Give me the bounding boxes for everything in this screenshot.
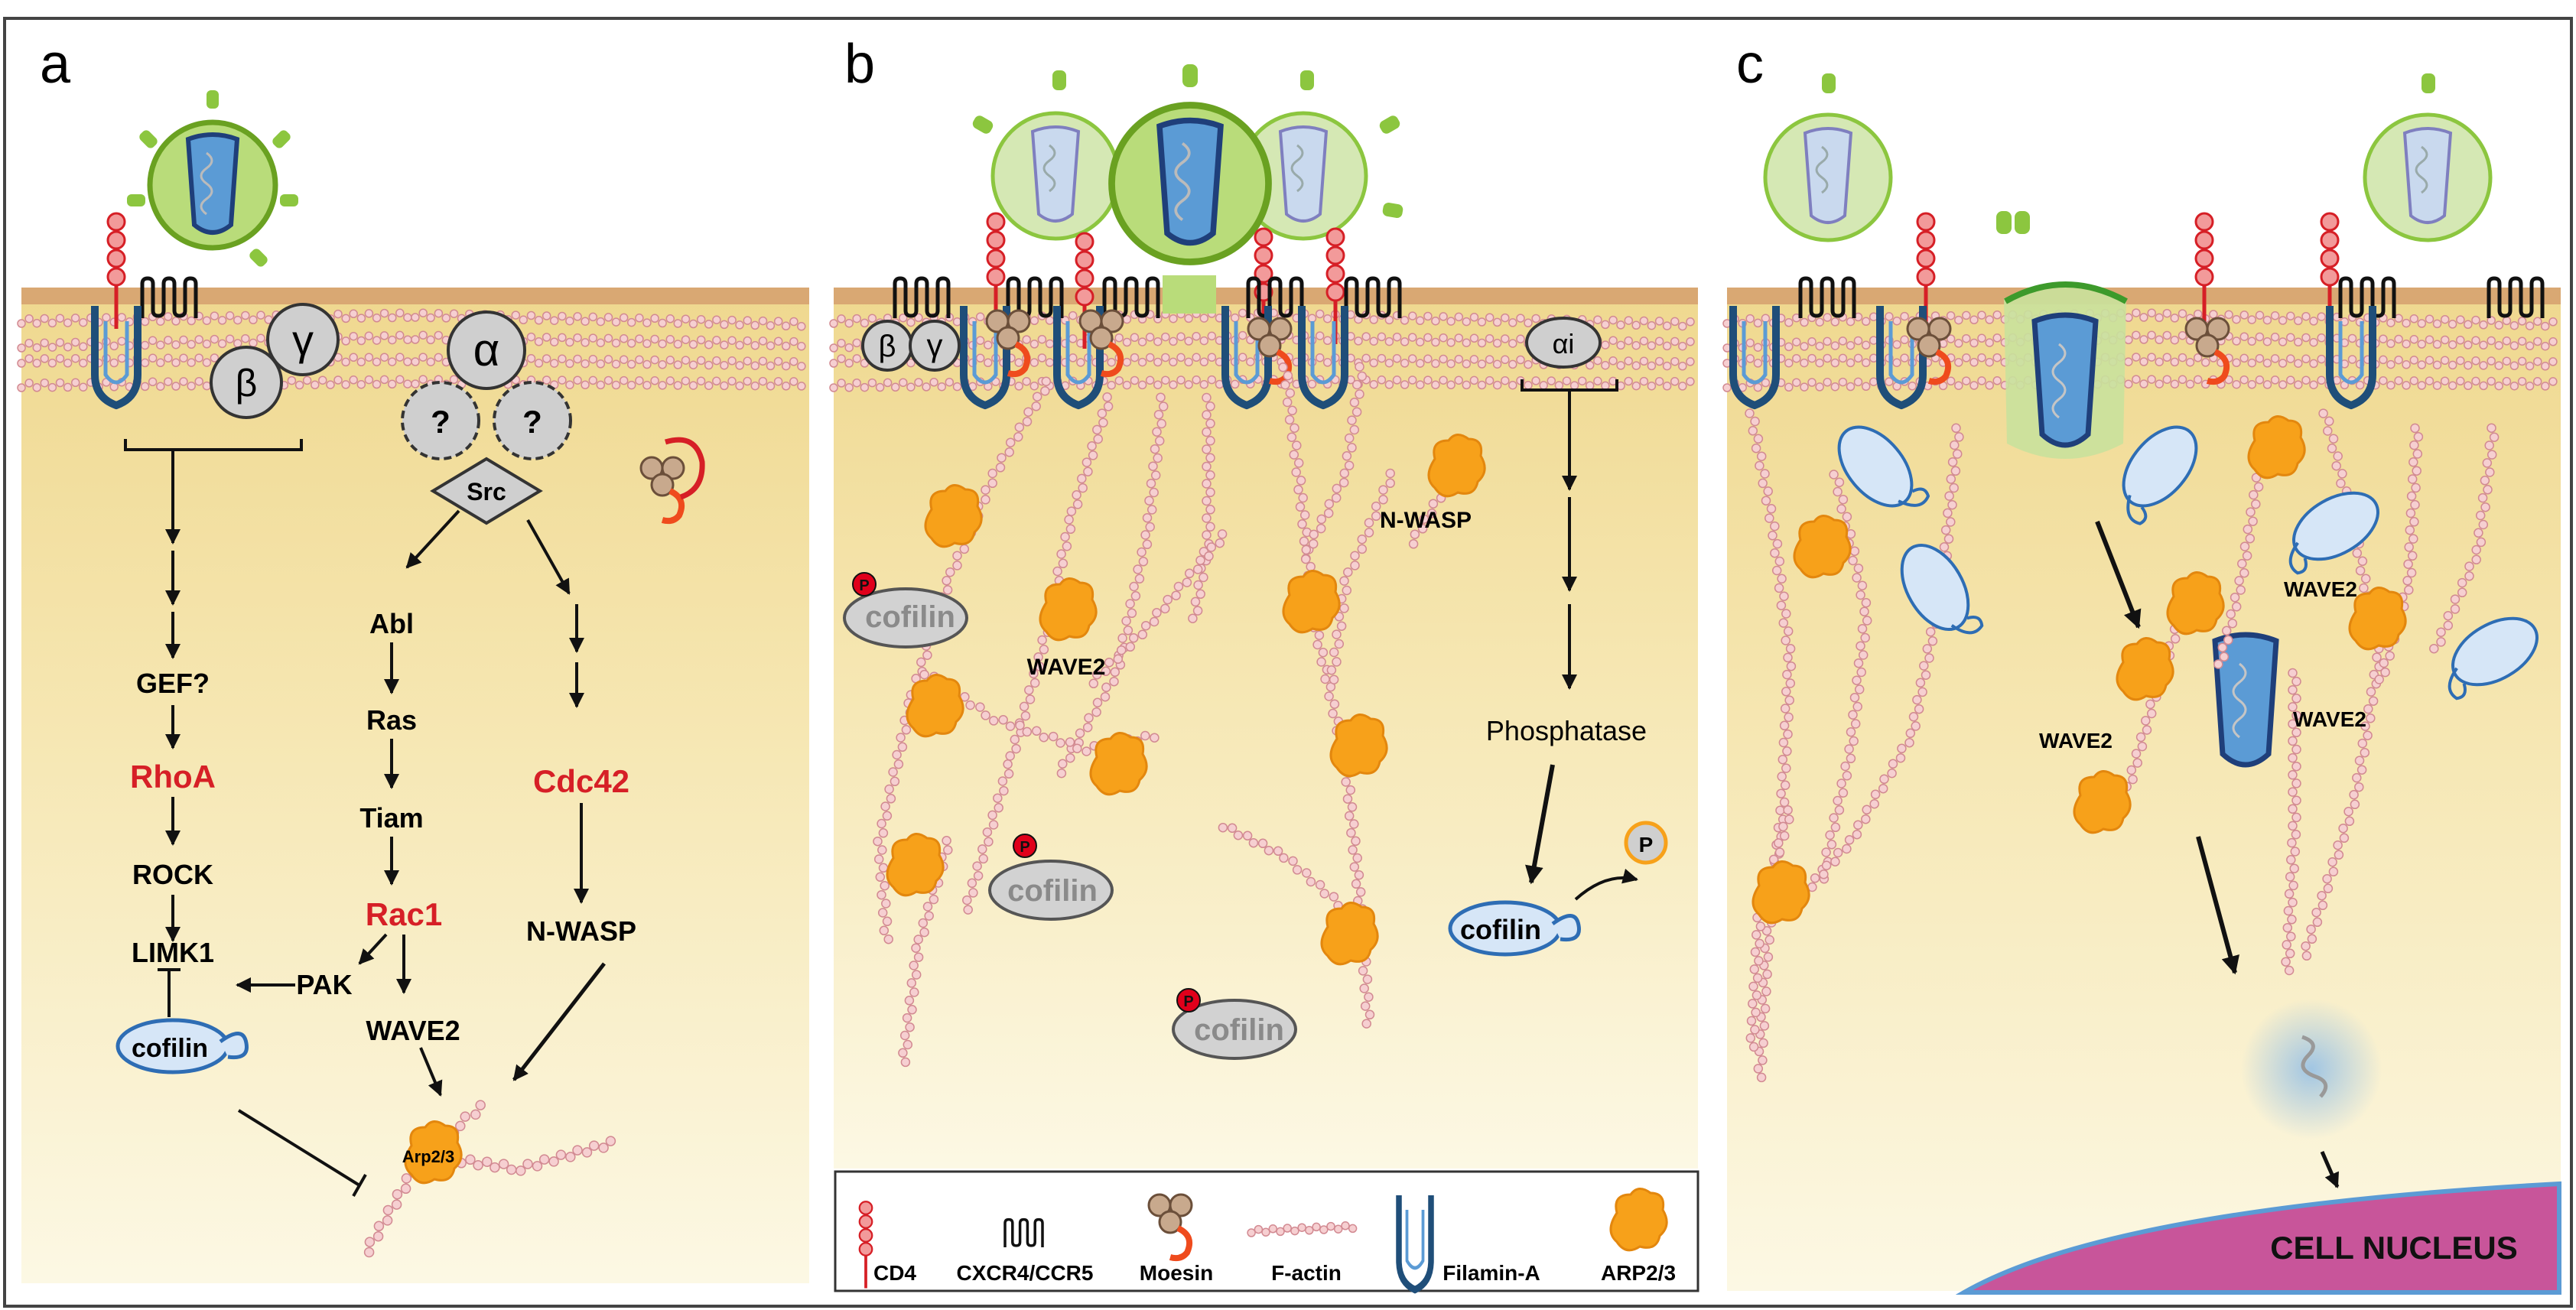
tiam-label: Tiam (359, 802, 423, 834)
legend-label-moesin: Moesin (1140, 1261, 1213, 1285)
nwasp-label: N-WASP (526, 915, 636, 947)
right-pathway-arrows (512, 519, 606, 1081)
virion-left (993, 113, 1118, 239)
beta-gamma-bracket (124, 439, 303, 491)
hiv-virion (150, 122, 275, 248)
legend: CD4 CXCR4/CCR5 Moesin F-actin Filamin-A … (834, 1170, 1699, 1291)
wave2-label-3: WAVE2 (2039, 729, 2113, 753)
cofilin-label: cofilin (132, 1034, 208, 1063)
wave2-label: WAVE2 (366, 1015, 460, 1046)
capsid-entering (2034, 315, 2096, 445)
wave2-label: WAVE2 (1027, 655, 1106, 680)
free-phosphate-label: P (1639, 833, 1654, 857)
g-beta-label: β (236, 362, 258, 405)
legend-label-filamin: Filamin-A (1442, 1261, 1540, 1285)
alpha-i-pathway-arrows (1521, 379, 1638, 901)
g-beta-label: β (878, 330, 896, 363)
arp23-icon (1609, 1187, 1668, 1252)
gp120-spikes (1822, 73, 2435, 234)
g-gamma-label: γ (292, 316, 314, 364)
wave2-label-1: WAVE2 (2284, 577, 2357, 601)
svg-text:cofilin: cofilin (1007, 874, 1098, 908)
svg-text:cofilin: cofilin (865, 600, 955, 634)
unknown-effector-2 (493, 381, 572, 460)
transport-arrows (2095, 520, 2340, 1188)
f-actin-icon (1247, 1221, 1358, 1237)
cell-nucleus (1955, 1181, 2561, 1295)
phospho-cofilin: P cofilin (843, 572, 968, 648)
middle-pathway-arrows (236, 509, 460, 1097)
virion-right (2365, 115, 2490, 240)
legend-label-cd4: CD4 (873, 1261, 916, 1285)
gp120-spikes (972, 64, 1403, 219)
svg-text:P: P (1183, 993, 1193, 1010)
g-gamma-subunit (909, 320, 961, 372)
arp23-label: Arp2/3 (402, 1147, 454, 1166)
gef-label: GEF? (136, 668, 210, 699)
src-kinase (430, 457, 543, 525)
legend-label-factin: F-actin (1271, 1261, 1342, 1285)
ras-label: Ras (366, 704, 417, 736)
legend-label-coreceptor: CXCR4/CCR5 (957, 1261, 1094, 1285)
g-alpha-i-subunit (1525, 317, 1602, 369)
svg-text:P: P (1020, 839, 1029, 856)
virion-fusing (1112, 106, 1269, 262)
g-beta-subunit (210, 346, 283, 419)
pak-label: PAK (296, 969, 352, 1000)
fusion-pore-membrane (2004, 281, 2128, 304)
active-cofilin-label: cofilin (1460, 914, 1541, 945)
cdc42-label: Cdc42 (533, 763, 629, 799)
phospho-cofilin: P cofilin (988, 834, 1114, 921)
panel-c: WAVE2 WAVE2 WAVE2 CELL NUCLEUS (1733, 73, 2561, 1295)
limk1-label: LIMK1 (132, 937, 214, 968)
panel-a-letter: a (40, 34, 71, 95)
g-alpha-subunit (447, 310, 526, 390)
g-alpha-i-label: αi (1553, 328, 1575, 359)
g-alpha-label: α (473, 324, 500, 375)
panel-c-letter: c (1736, 34, 1764, 95)
nucleus-label: CELL NUCLEUS (2270, 1230, 2518, 1266)
src-label: Src (467, 478, 506, 505)
free-phosphate (1624, 821, 1668, 865)
panel-b-letter: b (844, 34, 875, 95)
wave2-label-2: WAVE2 (2293, 707, 2366, 731)
left-pathway-arrows (158, 491, 367, 1197)
panel-b: β γ αi Phosphatase cofilin P (834, 64, 1699, 1291)
unknown-label-2: ? (522, 404, 542, 440)
g-gamma-subunit (266, 303, 340, 376)
virion-left (1765, 115, 1891, 240)
rac1-label: Rac1 (366, 896, 442, 932)
viral-genome (2301, 1035, 2328, 1098)
unknown-label-1: ? (431, 404, 450, 440)
gp120-spikes (127, 90, 298, 267)
abl-label: Abl (369, 608, 414, 639)
panel-a-cytoplasm (21, 289, 809, 1283)
svg-text:P: P (859, 577, 869, 594)
svg-text:cofilin: cofilin (1194, 1013, 1284, 1047)
uncoated-genome-glow (2241, 999, 2382, 1139)
legend-label-arp23: ARP2/3 (1601, 1261, 1676, 1285)
nwasp-label: N-WASP (1380, 508, 1472, 533)
g-gamma-label: γ (927, 327, 943, 363)
moesin-loop (664, 437, 705, 500)
panel-a: β γ α ? ? Src GEF? RhoA ROCK LIMK1 (95, 90, 705, 1258)
fusion-stalk (1163, 275, 1216, 314)
rock-label: ROCK (132, 859, 213, 890)
unknown-effector-1 (401, 381, 480, 460)
rhoa-label: RhoA (130, 759, 216, 795)
phosphatase-label: Phosphatase (1486, 715, 1647, 746)
phospho-cofilin: P cofilin (1172, 988, 1297, 1060)
